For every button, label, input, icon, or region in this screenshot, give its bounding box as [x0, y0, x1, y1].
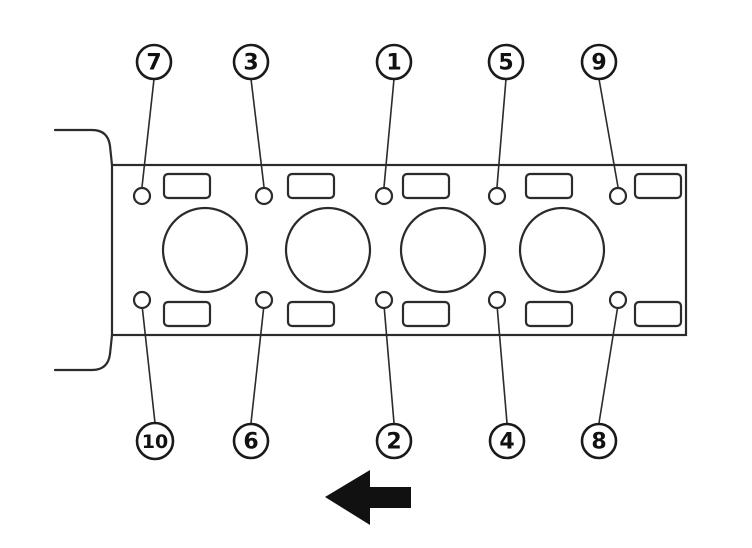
callout-bottom-3: 2 — [375, 422, 413, 460]
callout-bottom-4: 4 — [488, 422, 526, 460]
lower-left-outline — [53, 333, 114, 372]
upper-port — [524, 172, 574, 200]
head-bolt-bottom — [374, 290, 394, 310]
leader-line-bottom — [496, 304, 508, 424]
leader-line-top — [383, 78, 395, 188]
top-callouts: 7 3 1 5 9 — [135, 43, 618, 81]
callout-number: 8 — [591, 430, 606, 455]
callout-circle — [580, 43, 618, 81]
lower-port — [633, 300, 683, 328]
callout-top-3: 1 — [375, 43, 413, 81]
callout-bottom-2: 6 — [232, 422, 270, 460]
callout-circle — [488, 422, 526, 460]
head-bolts — [132, 186, 628, 310]
callout-circle — [580, 422, 618, 460]
head-bolt-bottom — [254, 290, 274, 310]
callout-number: 7 — [146, 51, 161, 76]
callout-top-4: 5 — [487, 43, 525, 81]
left-arrow-icon — [325, 470, 411, 525]
callout-bottom-5: 8 — [580, 422, 618, 460]
lower-port — [401, 300, 451, 328]
callout-circle — [487, 43, 525, 81]
head-bolt-top — [487, 186, 507, 206]
leader-line-bottom — [383, 304, 395, 424]
head-bolt-top — [132, 186, 152, 206]
callout-top-1: 7 — [135, 43, 173, 81]
callout-top-2: 3 — [232, 43, 270, 81]
cylinder-bores — [161, 206, 606, 294]
upper-port — [162, 172, 212, 200]
callout-number: 2 — [386, 430, 401, 455]
callout-number: 3 — [243, 51, 258, 76]
callout-circle — [232, 43, 270, 81]
cylinder-bore — [399, 206, 487, 294]
callout-circle — [375, 422, 413, 460]
cylinder-bore — [161, 206, 249, 294]
callout-circle — [375, 43, 413, 81]
leader-lines — [141, 78, 619, 424]
callout-number: 10 — [142, 431, 168, 453]
head-bolt-top — [608, 186, 628, 206]
callout-circle — [135, 421, 175, 461]
upper-left-outline — [53, 128, 114, 167]
lower-port — [524, 300, 574, 328]
callout-number: 5 — [498, 51, 513, 76]
callout-number: 4 — [499, 430, 514, 455]
head-bolt-top — [254, 186, 274, 206]
callout-number: 6 — [243, 430, 258, 455]
callout-bottom-1: 10 — [135, 421, 175, 461]
lower-port — [162, 300, 212, 328]
callout-circle — [135, 43, 173, 81]
leader-line-top — [250, 78, 265, 188]
upper-port — [401, 172, 451, 200]
head-bolt-bottom — [608, 290, 628, 310]
callout-number: 1 — [386, 51, 401, 76]
ports — [162, 172, 683, 328]
leader-line-bottom — [250, 304, 265, 424]
leader-line-bottom — [598, 304, 619, 424]
head-bolt-top — [374, 186, 394, 206]
callout-number: 9 — [591, 51, 606, 76]
cylinder-bore — [518, 206, 606, 294]
head-bolt-bottom — [487, 290, 507, 310]
lower-port — [286, 300, 336, 328]
cylinder-bore — [284, 206, 372, 294]
callout-top-5: 9 — [580, 43, 618, 81]
leader-line-top — [496, 78, 507, 188]
upper-port — [633, 172, 683, 200]
leader-line-bottom — [141, 304, 156, 424]
head-bolt-bottom — [132, 290, 152, 310]
leader-line-top — [141, 78, 155, 188]
upper-port — [286, 172, 336, 200]
bottom-callouts: 10 6 2 4 8 — [135, 421, 618, 461]
leader-line-top — [598, 78, 619, 188]
callout-circle — [232, 422, 270, 460]
